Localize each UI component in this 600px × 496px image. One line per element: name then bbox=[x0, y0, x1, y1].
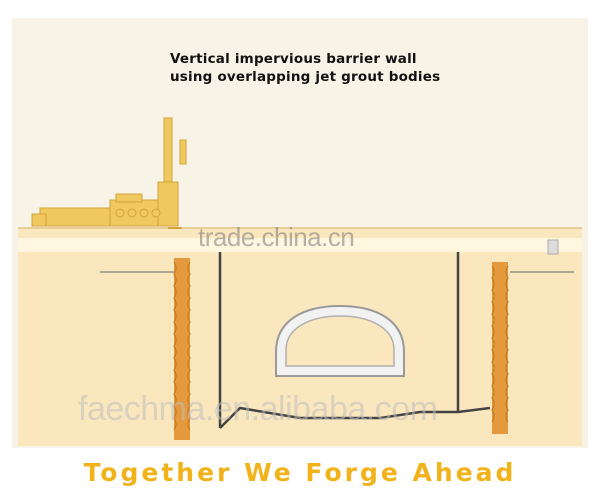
slogan-text: Together We Forge Ahead bbox=[83, 458, 517, 487]
drilling-rig bbox=[31, 117, 187, 229]
watermark-top: trade.china.cn bbox=[198, 222, 355, 252]
left-grout-column bbox=[173, 258, 191, 440]
right-grout-column bbox=[491, 262, 509, 434]
surface-band bbox=[18, 238, 582, 252]
watermark-bottom: faechma.en.alibaba.com bbox=[78, 390, 438, 428]
right-marker bbox=[547, 239, 559, 255]
diagram-caption: Vertical impervious barrier wall using o… bbox=[170, 50, 440, 86]
caption-line-2: using overlapping jet grout bodies bbox=[170, 69, 441, 85]
tunnel-section bbox=[275, 304, 405, 377]
caption-line-1: Vertical impervious barrier wall bbox=[170, 51, 417, 67]
bottom-seal-line bbox=[219, 406, 491, 429]
